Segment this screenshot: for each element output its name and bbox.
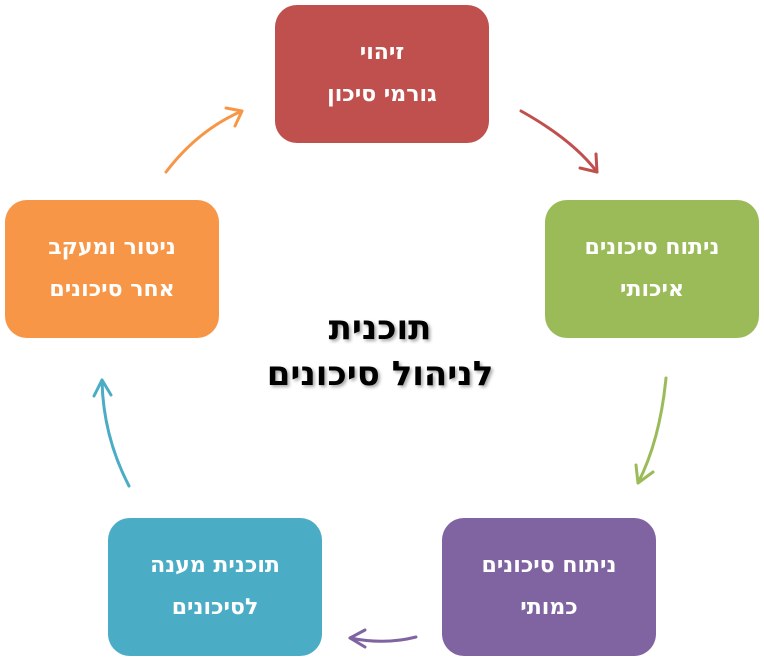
node-qualitative-analysis-line2: איכותי: [620, 277, 685, 302]
center-title-line2: לניהול סיכונים: [266, 354, 494, 394]
node-quantitative-analysis-line2: כמותי: [520, 595, 578, 620]
center-title-line1: תוכנית: [328, 308, 432, 348]
node-risk-monitoring: ניטור ומעקב אחר סיכונים: [5, 200, 219, 338]
arrow-quantitative-to-response: [348, 628, 418, 649]
arrow-response-to-monitoring: [92, 378, 131, 488]
node-risk-monitoring-line1: ניטור ומעקב: [48, 235, 176, 260]
node-risk-identification-line2: גורמי סיכון: [327, 82, 437, 107]
arrow-qualitative-to-quantitative: [634, 376, 668, 485]
arrow-monitoring-to-identification: [164, 106, 244, 174]
node-quantitative-analysis-line1: ניתוח סיכונים: [481, 553, 617, 578]
node-risk-monitoring-line2: אחר סיכונים: [49, 277, 175, 302]
node-risk-identification: זיהוי גורמי סיכון: [275, 5, 489, 143]
node-risk-response-plan-line1: תוכנית מענה: [150, 553, 280, 578]
node-qualitative-analysis-line1: ניתוח סיכונים: [584, 235, 720, 260]
node-qualitative-analysis: ניתוח סיכונים איכותי: [545, 200, 759, 338]
node-risk-response-plan-line2: לסיכונים: [171, 595, 259, 620]
node-risk-response-plan: תוכנית מענה לסיכונים: [108, 518, 322, 656]
node-risk-identification-line1: זיהוי: [359, 40, 405, 65]
center-title: תוכנית לניהול סיכונים: [180, 305, 580, 397]
arrow-identification-to-qualitative: [519, 109, 599, 174]
node-quantitative-analysis: ניתוח סיכונים כמותי: [442, 518, 656, 656]
